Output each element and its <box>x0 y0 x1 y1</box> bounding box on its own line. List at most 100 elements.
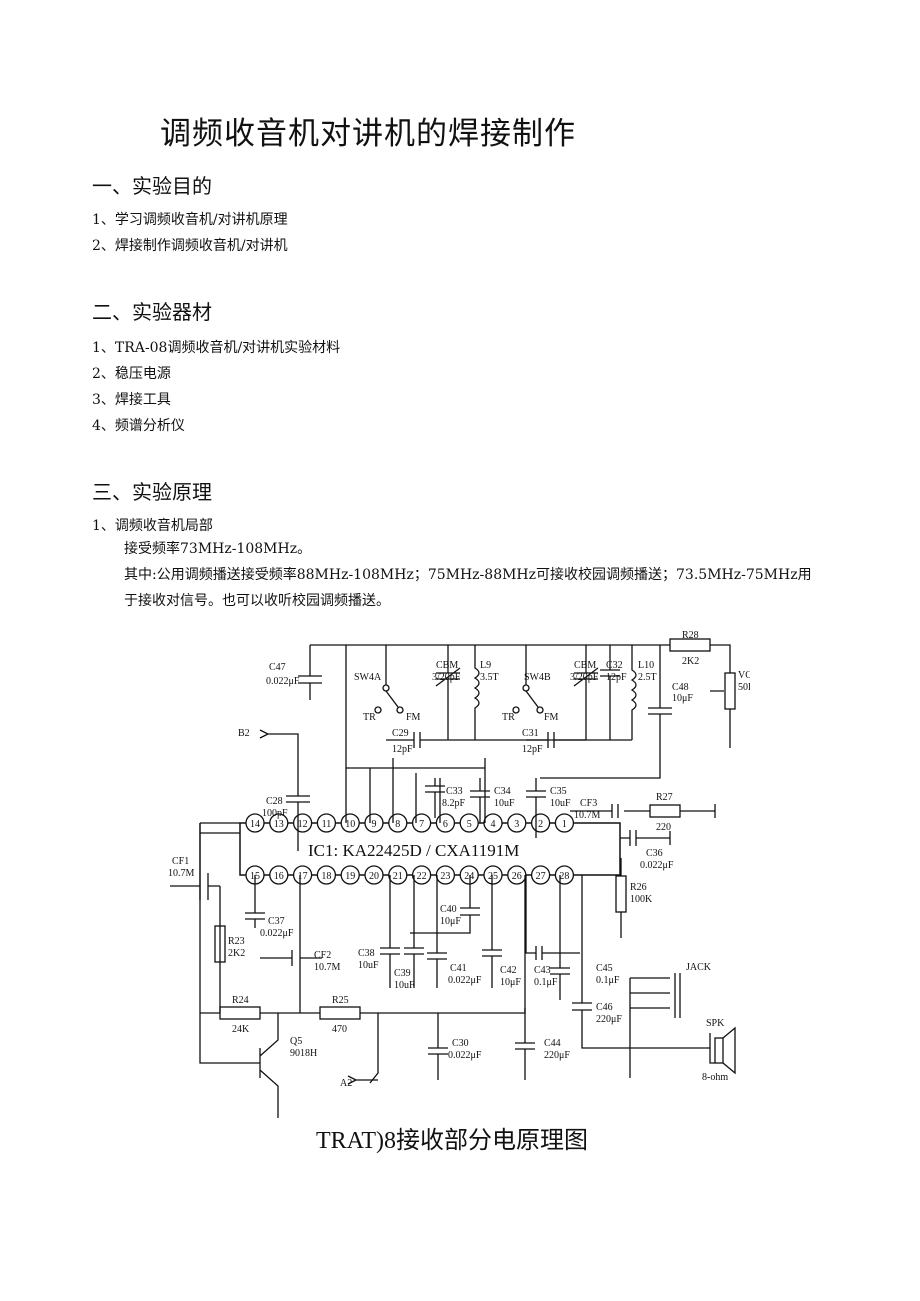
c37-capacitor <box>245 875 265 928</box>
list-item: 1、TRA-08调频收音机/对讲机实验材料 <box>92 340 341 356</box>
c40-value: 10μF <box>440 916 461 927</box>
description-paragraph: 其中:公用调频播送接受频率88MHz-108MHz；75MHz-88MHz可接收… <box>124 567 812 609</box>
ic-pin-number: 13 <box>274 819 284 830</box>
ic-pin-number: 28 <box>559 871 569 882</box>
ic-pin-number: 12 <box>298 819 308 830</box>
ic-pin-number: 18 <box>321 871 331 882</box>
c39-label: C39 <box>394 968 411 979</box>
ic-pin-number: 27 <box>536 871 546 882</box>
cf2-filter <box>260 875 322 966</box>
ic-pin <box>269 813 289 833</box>
vol-value: 50K <box>738 682 750 693</box>
ic-pin <box>507 813 527 833</box>
c42-capacitor <box>482 875 502 988</box>
q5-value: 9018H <box>290 1048 317 1059</box>
ic-pin <box>316 865 337 885</box>
ic-pin <box>530 865 551 885</box>
c36-capacitor <box>620 830 671 846</box>
ic-pin <box>245 813 265 833</box>
l9-value: 3.5T <box>480 672 499 683</box>
r28-label: R28 <box>682 630 699 641</box>
c40-capacitor <box>410 875 480 934</box>
ic-top-wires <box>345 645 486 823</box>
c31-capacitor <box>526 732 586 748</box>
c30-value: 0.022μF <box>448 1050 482 1061</box>
r24-label: R24 <box>232 995 249 1006</box>
c35-capacitor <box>526 778 546 838</box>
ic-pin <box>459 865 479 885</box>
ic-pin-number: 7 <box>419 819 424 830</box>
a2-label: A2 <box>340 1078 352 1089</box>
c48-label: C48 <box>672 682 689 693</box>
sw4a-tr-contact <box>374 706 382 714</box>
sw4a-fm-contact <box>396 706 404 714</box>
c44-value: 220μF <box>544 1050 570 1061</box>
ic-pin-number: 10 <box>345 819 355 830</box>
c29-label: C29 <box>392 728 409 739</box>
b2-c28-wire <box>259 729 310 851</box>
c41-value: 0.022μF <box>448 975 482 986</box>
ic-pin <box>483 865 503 885</box>
cf3-label: CF3 <box>580 798 597 809</box>
ic-pin-number: 1 <box>562 819 567 830</box>
r28-value: 2K2 <box>682 656 699 667</box>
q5-transistor <box>199 823 279 1118</box>
ic-pin-number: 20 <box>369 871 379 882</box>
cf1-wire <box>200 822 240 1013</box>
c33-capacitor <box>425 778 445 818</box>
cf1-label: CF1 <box>172 856 189 867</box>
c29-capacitor <box>386 732 448 748</box>
spk-value: 8-ohm <box>702 1072 728 1083</box>
ic-pin <box>554 813 575 833</box>
c45-label: C45 <box>596 963 613 974</box>
r23-resistor <box>214 925 226 963</box>
figure-caption: TRAT)8接收部分电原理图 <box>316 1128 588 1154</box>
section-heading-purpose: 一、实验目的 <box>92 174 212 198</box>
cbm2-value: 3/20pF <box>570 672 599 683</box>
ic-pin-number: 3 <box>514 819 519 830</box>
ic-pin-number: 23 <box>440 871 450 882</box>
r26-value: 100K <box>630 894 653 905</box>
ic-label: IC1: KA22425D / CXA1191M <box>308 841 519 860</box>
c46-label: C46 <box>596 1002 613 1013</box>
ic-pin <box>316 813 337 833</box>
ic-pin-number: 26 <box>512 871 522 882</box>
ic-pin <box>292 865 313 885</box>
c39-value: 10uF <box>394 980 415 991</box>
tr-label: TR <box>363 712 376 723</box>
sw4a-label: SW4A <box>354 672 382 683</box>
c34-value: 10uF <box>494 798 515 809</box>
l10-label: L10 <box>638 660 654 671</box>
c35-label: C35 <box>550 786 567 797</box>
ic-pin <box>388 865 408 885</box>
sw4a-wire <box>385 645 399 708</box>
speaker-cone <box>722 1026 736 1075</box>
fm-label: FM <box>544 712 559 723</box>
speaker-body <box>714 1037 724 1064</box>
r24-value: 24K <box>232 1024 250 1035</box>
r27-value: 220 <box>656 822 671 833</box>
c43-value: 0.1μF <box>534 977 558 988</box>
tr-label: TR <box>502 712 515 723</box>
r25-resistor <box>319 1006 361 1020</box>
list-item: 4、频谱分析仪 <box>92 418 185 434</box>
ic-pin <box>340 865 360 885</box>
ic-pin-number: 2 <box>538 819 543 830</box>
vol-label: VOL <box>738 670 750 681</box>
c28-value: 100pF <box>262 808 288 819</box>
r27-ground <box>680 804 716 818</box>
c37-value: 0.022μF <box>260 928 294 939</box>
c46-capacitor <box>572 875 630 1049</box>
ic-pin-number: 24 <box>464 871 474 882</box>
c31-value: 12pF <box>522 744 543 755</box>
sw4b-fm-contact <box>536 706 544 714</box>
cf1-value: 10.7M <box>168 868 195 879</box>
sw4b-wire <box>525 645 539 708</box>
jack-connector <box>630 973 681 1018</box>
r25-label: R25 <box>332 995 349 1006</box>
c45-value: 0.1μF <box>596 975 620 986</box>
c44-label: C44 <box>544 1038 561 1049</box>
c32-label: C32 <box>606 660 623 671</box>
c33-value: 8.2pF <box>442 798 466 809</box>
